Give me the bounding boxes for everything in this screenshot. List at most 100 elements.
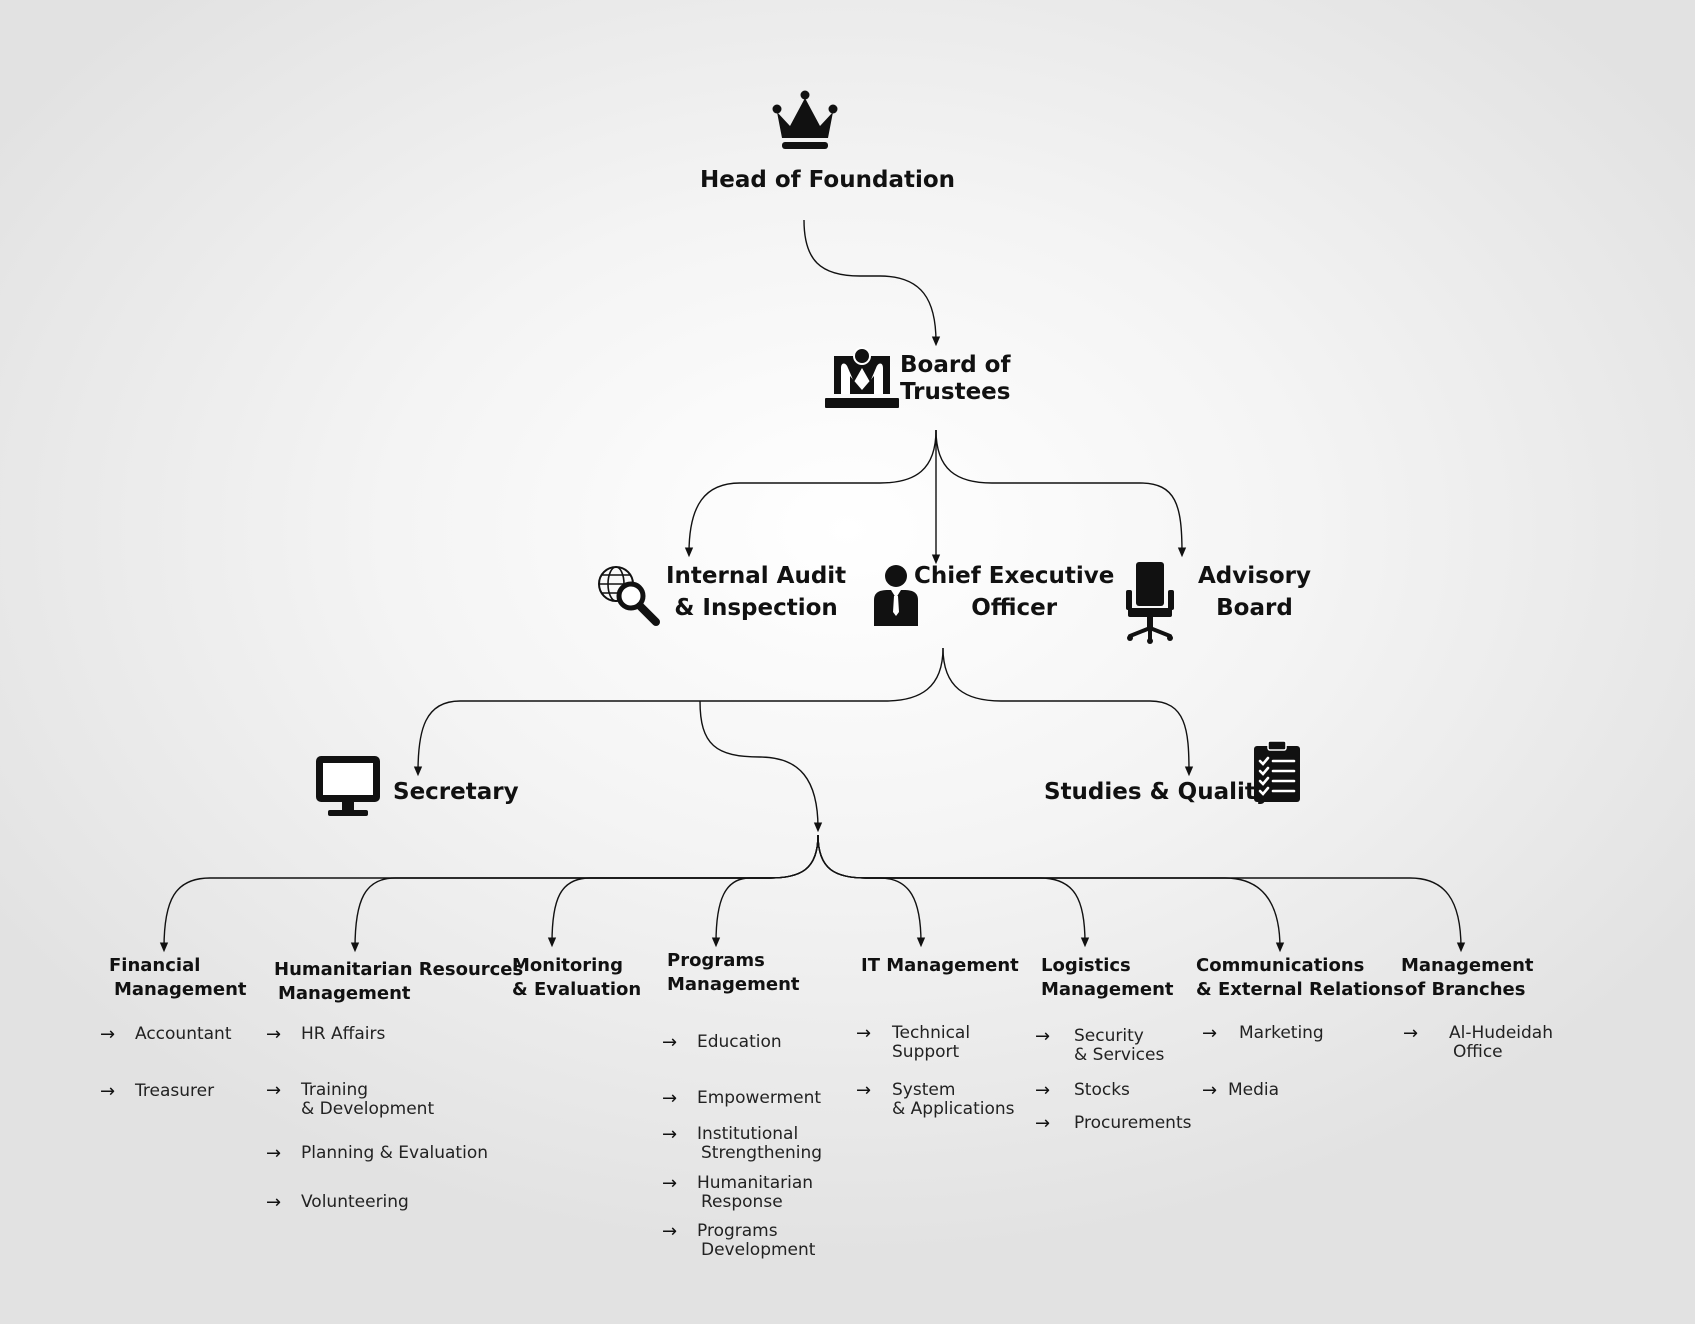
item-text: Empowerment: [697, 1088, 822, 1108]
list-item-institutional-strengthening: → Institutional Strengthening: [662, 1125, 822, 1163]
dept-financial-line-1: Financial: [109, 955, 201, 976]
arrow-right-icon: →: [662, 1032, 678, 1053]
link-head-to-board: [803, 219, 941, 347]
audit-title-line-1: Internal Audit: [666, 563, 847, 589]
dept-logistics-line-2: Management: [1041, 979, 1174, 1000]
clipboard-checklist-icon: [1254, 740, 1300, 802]
list-item-technical-support: → Technical Support: [856, 1024, 970, 1062]
ceo-title-line-1: Chief Executive: [914, 563, 1115, 589]
item-text: Planning & Evaluation: [301, 1143, 488, 1163]
arrow-right-icon: →: [662, 1124, 678, 1145]
board-title-line-1: Board of: [900, 352, 1011, 378]
item-text-line-2: Office: [1453, 1042, 1503, 1062]
item-text: Procurements: [1074, 1113, 1192, 1133]
item-text-line-1: Programs: [697, 1221, 778, 1241]
link-ceo-to-secretary: [413, 647, 944, 777]
dept-branches-line-1: Management: [1401, 955, 1534, 976]
item-text: Accountant: [135, 1024, 232, 1044]
item-text-line-1: Humanitarian: [697, 1173, 814, 1193]
link-ceo-to-studies: [942, 647, 1194, 777]
item-text-line-1: Technical: [892, 1023, 971, 1043]
arrow-right-icon: →: [1035, 1080, 1051, 1101]
secretary-title: Secretary: [393, 779, 519, 805]
dept-it-management: IT Management: [861, 954, 1019, 978]
link-board-to-audit: [684, 429, 937, 558]
link-ceo-to-departments: [699, 700, 823, 833]
dept-financial-line-2: Management: [114, 979, 247, 1000]
arrow-right-icon: →: [662, 1173, 678, 1194]
studies-quality-title: Studies & Quality: [1044, 779, 1271, 805]
arrow-right-icon: →: [266, 1143, 282, 1164]
crown-icon: [772, 90, 838, 149]
board-title-line-2: Trustees: [900, 379, 1011, 405]
item-text: Marketing: [1239, 1023, 1324, 1043]
dept-monitoring-line-1: Monitoring: [512, 955, 623, 976]
arrow-right-icon: →: [856, 1080, 872, 1101]
advisory-board-title: Advisory Board: [1198, 560, 1311, 624]
list-item-hr-affairs: → HR Affairs: [266, 1024, 385, 1045]
dept-communications-line-2: & External Relations: [1196, 979, 1405, 1000]
list-item-media: → Media: [1202, 1080, 1280, 1101]
executive-person-icon: [874, 565, 918, 626]
list-item-marketing: → Marketing: [1202, 1023, 1324, 1044]
arrow-right-icon: →: [266, 1080, 282, 1101]
item-text-line-2: & Applications: [892, 1099, 1015, 1119]
arrow-right-icon: →: [1202, 1080, 1218, 1101]
item-text-line-2: Strengthening: [701, 1143, 823, 1163]
link-to-communications: [817, 834, 1285, 953]
list-item-volunteering: → Volunteering: [266, 1193, 409, 1213]
arrow-right-icon: →: [266, 1024, 282, 1045]
item-text-line-2: & Development: [301, 1099, 435, 1119]
list-item-stocks: → Stocks: [1035, 1080, 1130, 1101]
arrow-right-icon: →: [1403, 1023, 1419, 1044]
dept-it-line-1: IT Management: [861, 955, 1019, 976]
item-text-line-2: Development: [701, 1240, 816, 1260]
link-to-monitoring: [547, 834, 819, 948]
item-text: Media: [1228, 1080, 1280, 1100]
dept-branches-line-2: of Branches: [1405, 979, 1526, 1000]
dept-programs-management: Programs Management: [667, 949, 800, 997]
arrow-right-icon: →: [662, 1088, 678, 1109]
board-meeting-icon: [825, 347, 899, 408]
link-to-branches: [817, 834, 1466, 953]
dept-hr-line-2: Management: [278, 983, 411, 1004]
list-item-humanitarian-response: → Humanitarian Response: [662, 1174, 813, 1212]
list-item-al-hudeidah-office: → Al-Hudeidah Office: [1403, 1024, 1553, 1062]
dept-logistics-management: Logistics Management: [1041, 954, 1174, 1002]
internal-audit-title: Internal Audit & Inspection: [666, 560, 846, 624]
arrow-right-icon: →: [662, 1221, 678, 1242]
link-to-it: [817, 834, 926, 948]
arrow-right-icon: →: [1035, 1026, 1051, 1047]
monitor-icon: [316, 756, 380, 816]
link-to-financial: [159, 834, 819, 953]
item-text-line-1: Security: [1074, 1026, 1144, 1046]
dept-hr-line-1: Humanitarian Resources: [274, 959, 524, 980]
arrow-right-icon: →: [1035, 1113, 1051, 1134]
list-item-education: → Education: [662, 1032, 782, 1053]
advisory-title-line-1: Advisory: [1198, 563, 1311, 589]
item-text: Treasurer: [135, 1081, 215, 1101]
link-to-hr: [350, 834, 819, 953]
head-of-foundation-title: Head of Foundation: [700, 167, 956, 193]
dept-programs-line-1: Programs: [667, 950, 765, 971]
list-item-security-services: → Security & Services: [1035, 1027, 1164, 1065]
dept-logistics-line-1: Logistics: [1041, 955, 1131, 976]
item-text-line-1: System: [892, 1080, 956, 1100]
item-text: Education: [697, 1032, 782, 1052]
board-of-trustees-title: Board of Trustees: [900, 352, 1010, 406]
advisory-title-line-2: Board: [1216, 595, 1293, 621]
globe-search-icon: [598, 566, 660, 626]
dept-programs-line-2: Management: [667, 974, 800, 995]
link-to-logistics: [817, 834, 1090, 948]
dept-monitoring-line-2: & Evaluation: [512, 979, 642, 1000]
list-item-programs-development: → Programs Development: [662, 1222, 815, 1260]
item-text-line-2: & Services: [1074, 1045, 1165, 1065]
item-text-line-1: Al-Hudeidah: [1449, 1023, 1554, 1043]
dept-hr-management: Humanitarian Resources Management: [274, 958, 523, 1006]
audit-title-line-2: & Inspection: [674, 595, 838, 621]
arrow-right-icon: →: [100, 1024, 116, 1045]
item-text-line-2: Response: [701, 1192, 783, 1212]
item-text: Stocks: [1074, 1080, 1130, 1100]
list-item-system-applications: → System & Applications: [856, 1081, 1015, 1119]
